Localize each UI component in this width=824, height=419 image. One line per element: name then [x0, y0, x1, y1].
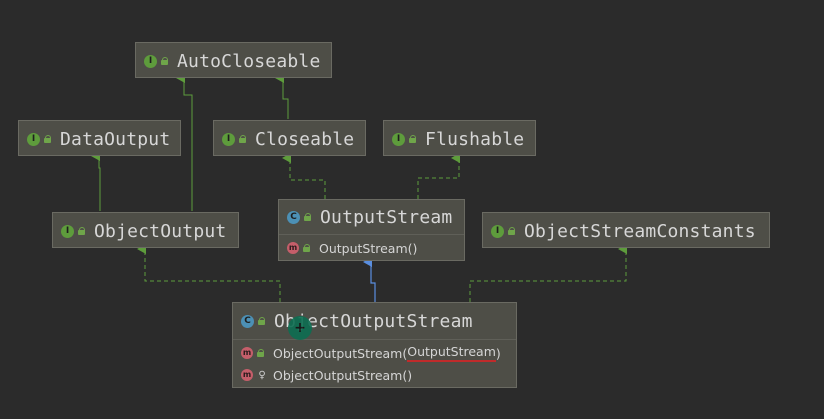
mouse-cursor-highlight-icon [288, 316, 312, 340]
public-lock-icon [161, 57, 169, 65]
edge-objectoutputstream-objectstreamconstants [469, 244, 627, 302]
interface-icon: I [491, 224, 504, 238]
node-name: ObjectStreamConstants [524, 220, 756, 242]
node-closeable[interactable]: I Closeable [213, 120, 366, 156]
interface-icon: I [222, 132, 235, 146]
edge-outputstream-flushable [417, 153, 460, 199]
method-label: OutputStream() [319, 240, 418, 256]
node-name: AutoCloseable [177, 50, 321, 72]
edge-objectoutputstream-outputstream [363, 257, 376, 302]
method-row[interactable]: m OutputStream() [279, 237, 464, 259]
interface-icon: I [61, 224, 74, 238]
node-autocloseable[interactable]: I AutoCloseable [135, 42, 332, 78]
node-name: ObjectOutput [94, 220, 227, 242]
member-list: m ObjectOutputStream(OutputStream) m ♀ O… [233, 339, 516, 389]
node-dataoutput[interactable]: I DataOutput [18, 120, 181, 156]
edge-objectoutput-dataoutput [91, 151, 101, 211]
public-lock-icon [257, 349, 265, 357]
interface-icon: I [144, 54, 157, 68]
interface-icon: I [392, 132, 405, 146]
method-param-underlined: OutputStream [407, 344, 496, 362]
method-icon: m [287, 242, 299, 254]
node-name: ObjectOutputStream [274, 310, 473, 332]
node-objectoutputstream[interactable]: C ObjectOutputStream m ObjectOutputStrea… [232, 302, 517, 388]
edge-objectoutput-autocloseable [176, 73, 193, 211]
node-name: OutputStream [320, 206, 453, 228]
edge-objectoutputstream-objectoutput [137, 244, 281, 302]
edge-closeable-autocloseable [275, 73, 289, 119]
node-objectoutput[interactable]: I ObjectOutput [52, 212, 239, 248]
public-lock-icon [303, 244, 311, 252]
public-lock-icon [78, 227, 86, 235]
method-label-prefix: ObjectOutputStream( [273, 345, 408, 361]
interface-icon: I [27, 132, 40, 146]
method-icon: m [241, 347, 253, 359]
public-lock-icon [258, 317, 266, 325]
node-outputstream[interactable]: C OutputStream m OutputStream() [278, 199, 465, 261]
node-name: Flushable [425, 128, 525, 150]
method-row[interactable]: m ObjectOutputStream(OutputStream) [233, 342, 516, 364]
protected-key-icon: ♀ [258, 369, 266, 381]
method-icon: m [241, 369, 253, 381]
node-objectstreamconstants[interactable]: I ObjectStreamConstants [482, 212, 770, 248]
node-name: DataOutput [60, 128, 171, 150]
node-flushable[interactable]: I Flushable [383, 120, 536, 156]
public-lock-icon [508, 227, 516, 235]
member-list: m OutputStream() [279, 234, 464, 262]
public-lock-icon [44, 135, 52, 143]
class-icon: C [287, 210, 300, 224]
public-lock-icon [304, 213, 312, 221]
class-icon: C [241, 314, 254, 328]
method-label-suffix: ) [495, 345, 501, 361]
public-lock-icon [239, 135, 247, 143]
method-label: ObjectOutputStream() [273, 367, 413, 383]
method-row[interactable]: m ♀ ObjectOutputStream() [233, 364, 516, 386]
public-lock-icon [409, 135, 417, 143]
edge-outputstream-closeable [282, 153, 326, 199]
node-name: Closeable [255, 128, 355, 150]
